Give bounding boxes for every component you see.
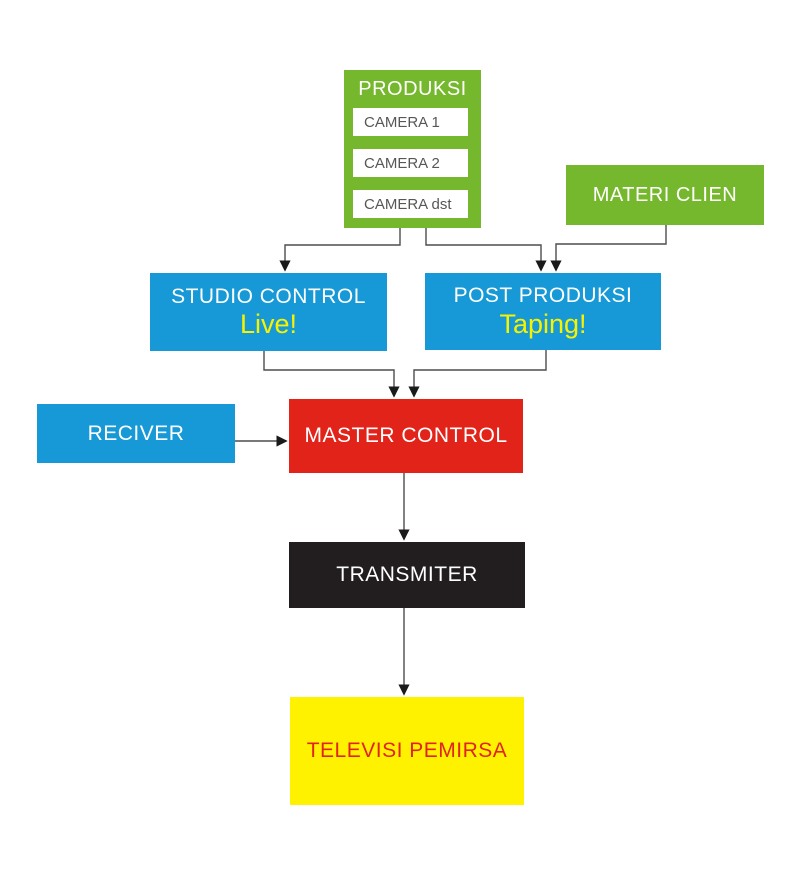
camera-1-label: CAMERA 1 (364, 113, 440, 131)
post-produksi-box: POST PRODUKSI Taping! (425, 273, 661, 350)
camera-2-label: CAMERA 2 (364, 154, 440, 172)
camera-1-box: CAMERA 1 (353, 108, 468, 136)
transmiter-label: TRANSMITER (336, 563, 478, 587)
produksi-box: PRODUKSI CAMERA 1 CAMERA 2 CAMERA dst (344, 70, 481, 228)
reciver-box: RECIVER (37, 404, 235, 463)
arrow-produksi-to-studio-control (279, 228, 401, 272)
televisi-pemirsa-label: TELEVISI PEMIRSA (306, 739, 508, 762)
studio-control-label: STUDIO CONTROL (171, 284, 366, 308)
produksi-label: PRODUKSI (358, 78, 467, 100)
transmiter-box: TRANSMITER (289, 542, 525, 608)
camera-dst-box: CAMERA dst (353, 190, 468, 218)
camera-dst-label: CAMERA dst (364, 195, 452, 213)
arrow-produksi-to-post-produksi (425, 228, 547, 272)
materi-clien-box: MATERI CLIEN (566, 165, 764, 225)
post-produksi-sublabel: Taping! (499, 308, 587, 339)
materi-clien-label: MATERI CLIEN (592, 184, 738, 206)
studio-control-sublabel: Live! (239, 309, 298, 340)
camera-2-box: CAMERA 2 (353, 149, 468, 177)
arrow-materi-clien-to-post-produksi (550, 225, 667, 272)
televisi-pemirsa-box: TELEVISI PEMIRSA (290, 697, 524, 805)
master-control-box: MASTER CONTROL (289, 399, 523, 473)
arrow-studio-control-to-master-control (263, 351, 400, 398)
reciver-label: RECIVER (87, 421, 185, 445)
studio-control-box: STUDIO CONTROL Live! (150, 273, 387, 351)
arrow-post-produksi-to-master-control (408, 350, 547, 398)
post-produksi-label: POST PRODUKSI (453, 284, 633, 308)
master-control-label: MASTER CONTROL (304, 424, 508, 448)
